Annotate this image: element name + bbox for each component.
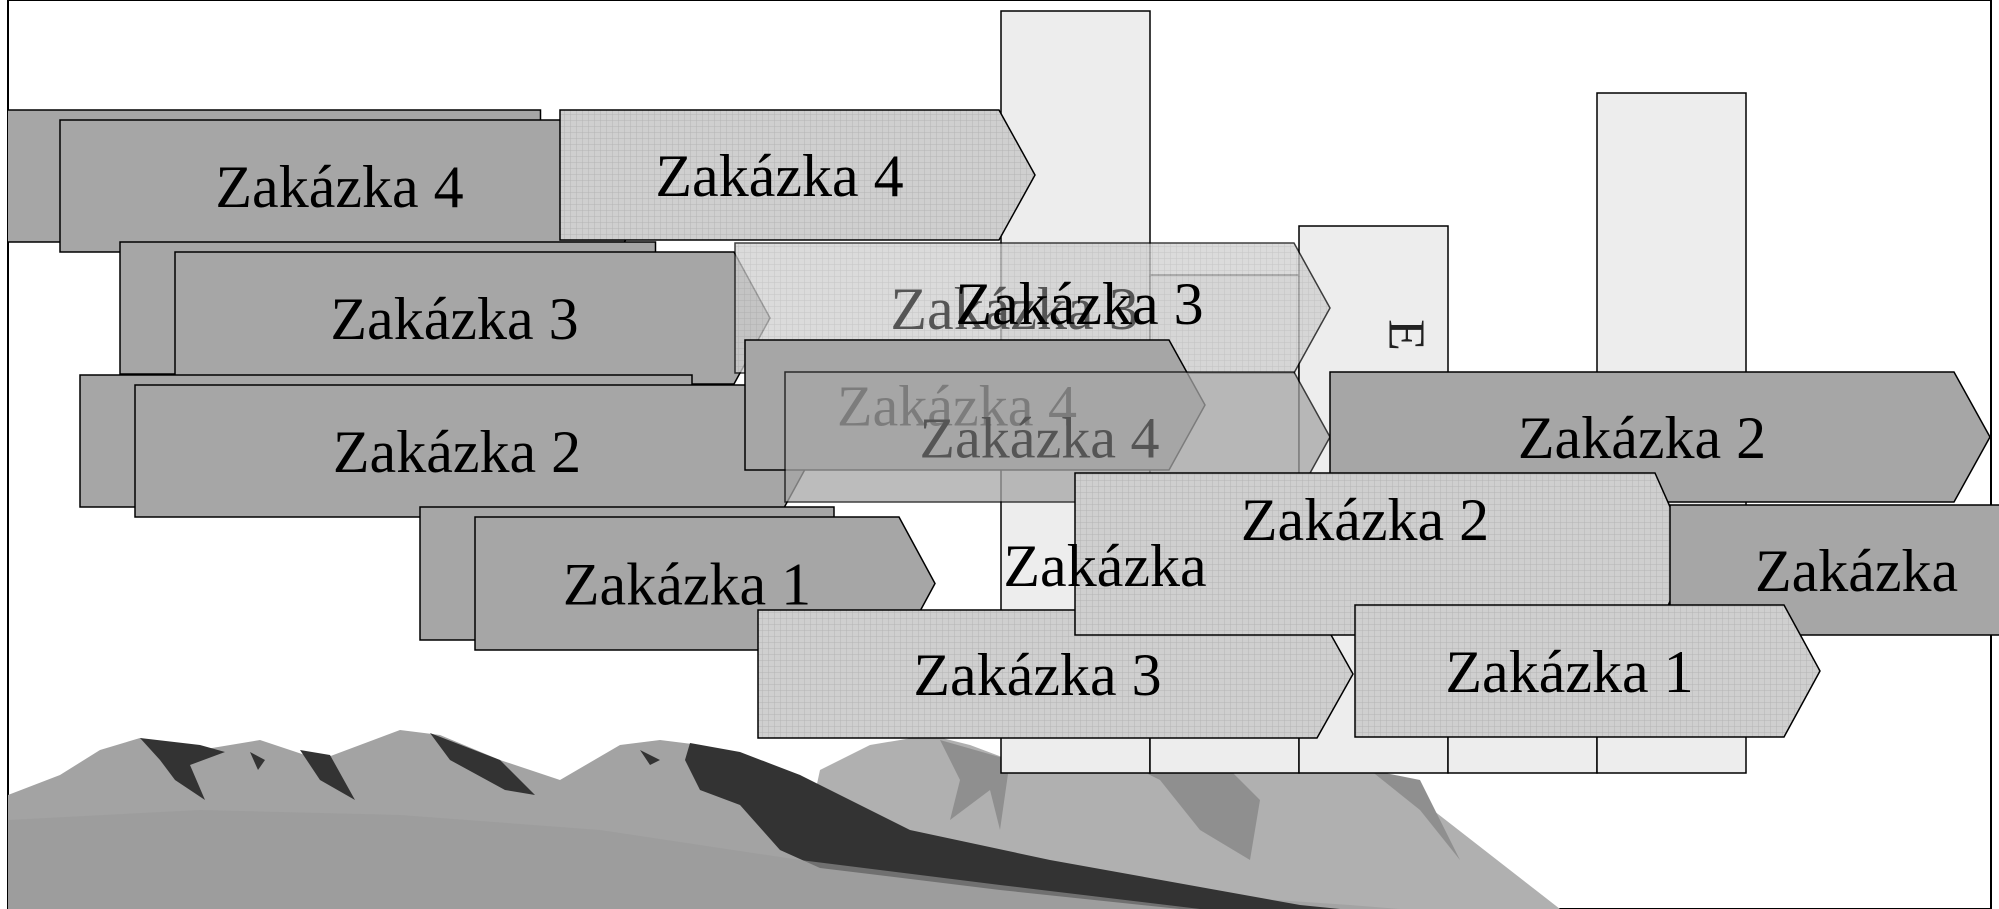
arrow-label: Zakázka 3: [955, 271, 1203, 337]
arrow-2: Zakázka 3: [120, 242, 770, 384]
arrow-5: Zakázka 4: [560, 110, 1035, 240]
arrow-label: Zakázka 4: [920, 405, 1160, 470]
arrow-3: Zakázka 2: [80, 375, 815, 517]
arrow-label: Zakázka: [1003, 533, 1206, 599]
column-caption: E: [1378, 319, 1435, 351]
arrow-label: Zakázka 3: [330, 286, 578, 352]
arrow-1: Zakázka 4: [5, 110, 655, 252]
arrow-label: Zakázka: [1755, 538, 1958, 604]
arrow-14: Zakázka 1: [1355, 605, 1820, 737]
arrow-label: Zakázka 2: [1241, 487, 1489, 553]
arrow-label: Zakázka 1: [563, 552, 811, 618]
arrow-label: Zakázka 2: [333, 419, 581, 485]
arrow-label: Zakázka 4: [215, 154, 463, 220]
arrow-15: Zakázka: [1003, 533, 1206, 599]
arrow-label: Zakázka 3: [913, 642, 1161, 708]
arrow-label: Zakázka 2: [1518, 405, 1766, 471]
arrow-label: Zakázka 4: [655, 143, 903, 209]
arrow-9: Zakázka 3: [955, 271, 1203, 337]
arrow-label: Zakázka 1: [1445, 639, 1693, 705]
